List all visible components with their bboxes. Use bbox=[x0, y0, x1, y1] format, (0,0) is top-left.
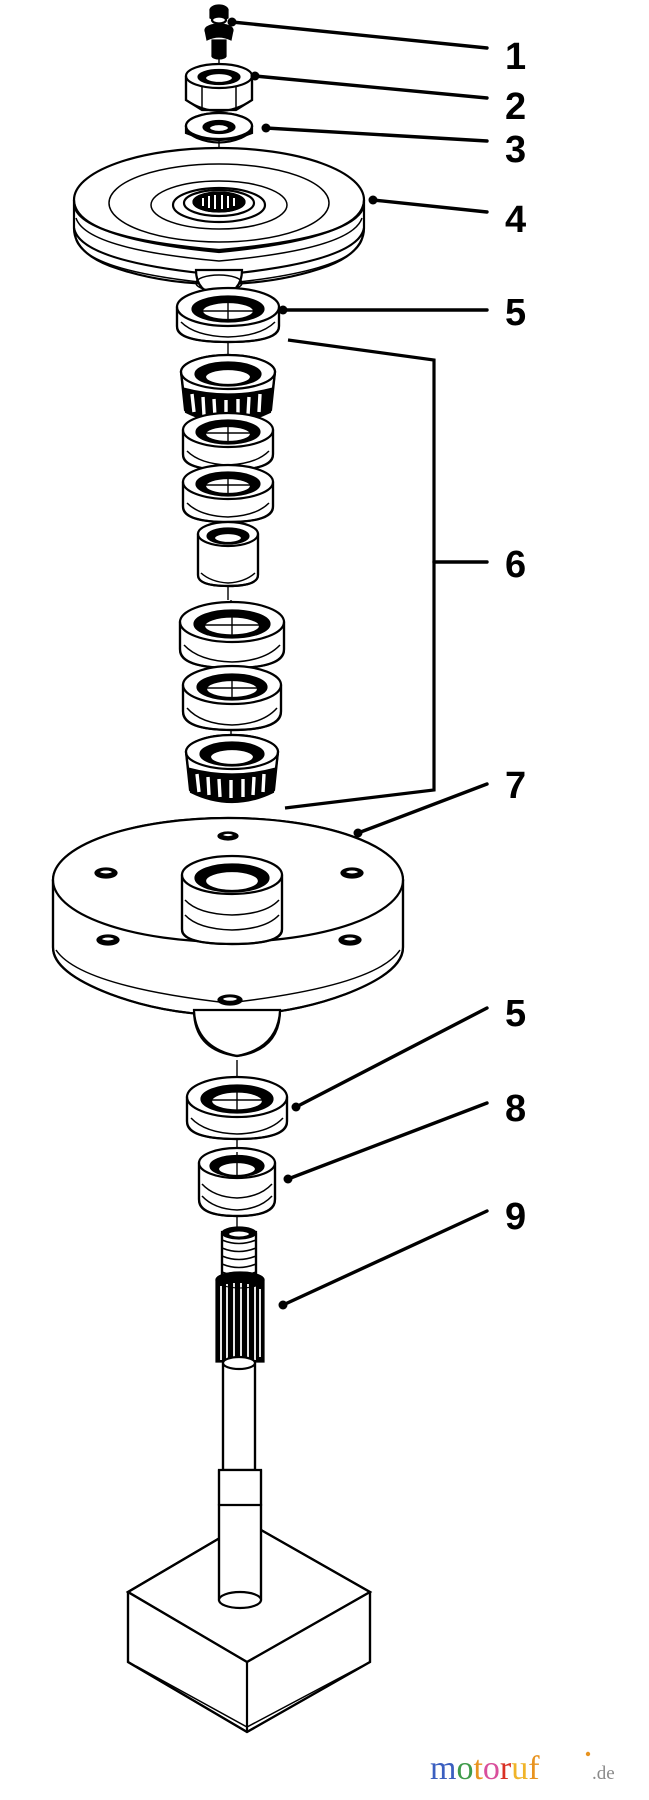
callout-number-7: 7 bbox=[505, 765, 526, 807]
roller-slots-lower bbox=[195, 773, 266, 798]
bearing-cone-upper bbox=[179, 353, 277, 424]
housing-bolt-holes bbox=[94, 831, 364, 1006]
watermark-letters: motoruf bbox=[430, 1750, 540, 1787]
leader-5-upper bbox=[278, 305, 489, 315]
callout-number-5-upper: 5 bbox=[505, 292, 526, 334]
spindle-housing bbox=[51, 816, 405, 1058]
watermark-char-u: u bbox=[511, 1750, 528, 1787]
callout-number-2: 2 bbox=[505, 86, 526, 128]
watermark-char-o2: o bbox=[483, 1750, 500, 1787]
callout-number-8: 8 bbox=[505, 1088, 526, 1130]
bearing-race-b bbox=[181, 664, 283, 732]
bearing-cup-upper bbox=[181, 411, 275, 472]
watermark-char-f: f bbox=[528, 1750, 540, 1787]
hex-nut bbox=[184, 62, 254, 113]
leader-3 bbox=[261, 123, 489, 143]
callout-leader-lines bbox=[227, 17, 489, 1310]
leader-1 bbox=[227, 17, 489, 50]
leader-4 bbox=[368, 195, 489, 214]
callout-number-3: 3 bbox=[505, 129, 526, 171]
flat-washer bbox=[184, 111, 254, 144]
watermark-dot-icon bbox=[585, 1751, 591, 1757]
watermark-suffix: .de bbox=[592, 1763, 615, 1784]
leader-5-lower bbox=[291, 1006, 489, 1112]
shaft-splines bbox=[220, 1283, 261, 1363]
spindle-shaft bbox=[215, 1226, 265, 1515]
bearing-cup-mid bbox=[181, 463, 275, 524]
site-watermark: motoruf .de bbox=[430, 1750, 615, 1787]
seal-lower bbox=[185, 1075, 289, 1141]
bearing-cone-lower bbox=[184, 733, 280, 804]
bearing-race-a bbox=[178, 600, 286, 670]
leader-9 bbox=[278, 1209, 489, 1310]
base-plate bbox=[125, 1503, 373, 1734]
callout-numbers: 1 2 3 4 5 6 7 5 8 9 bbox=[505, 36, 526, 1238]
leader-7 bbox=[353, 782, 489, 838]
bearing-lower bbox=[197, 1146, 277, 1218]
seal-upper bbox=[175, 286, 281, 344]
bearing-kit-bracket bbox=[284, 338, 489, 810]
bearing-spacer bbox=[196, 520, 260, 588]
grease-fitting bbox=[204, 4, 234, 60]
watermark-char-r: r bbox=[500, 1750, 512, 1787]
callout-number-1: 1 bbox=[505, 36, 526, 78]
hub-spline-teeth bbox=[202, 195, 235, 209]
callout-number-9: 9 bbox=[505, 1196, 526, 1238]
leader-2 bbox=[250, 71, 489, 100]
watermark-char-o1: o bbox=[456, 1750, 473, 1787]
callout-number-5-lower: 5 bbox=[505, 993, 526, 1035]
shaft-threads bbox=[221, 1239, 257, 1277]
watermark-char-t: t bbox=[473, 1750, 483, 1787]
roller-slots bbox=[190, 393, 262, 418]
watermark-char-m: m bbox=[430, 1750, 456, 1787]
callout-number-6: 6 bbox=[505, 544, 526, 586]
callout-number-4: 4 bbox=[505, 199, 526, 241]
leader-8 bbox=[283, 1101, 489, 1184]
